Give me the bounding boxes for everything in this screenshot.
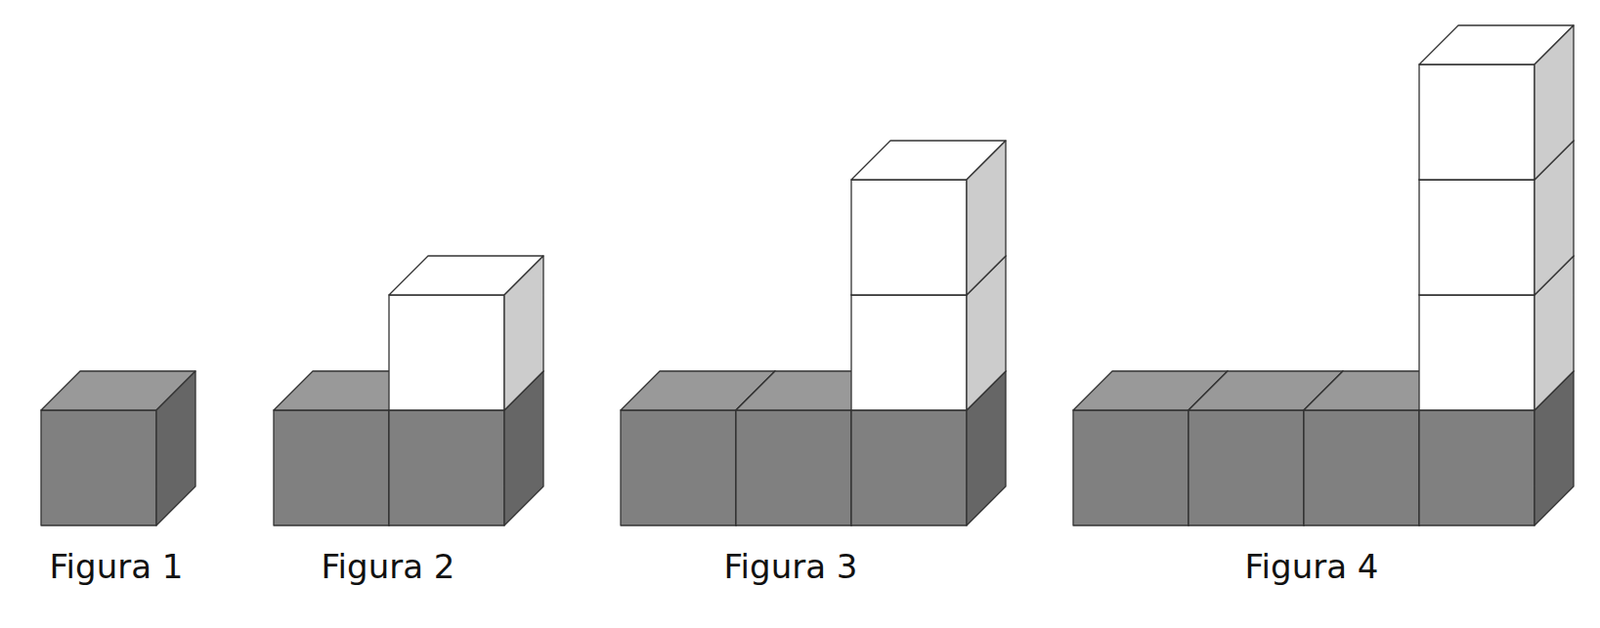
cube-front — [389, 410, 505, 526]
cube-front — [851, 295, 967, 411]
cube-front — [1303, 410, 1420, 526]
cube-front — [1073, 410, 1189, 526]
cube-front — [620, 410, 736, 526]
figure-label: Figura 2 — [321, 547, 456, 587]
cube-front — [1188, 410, 1304, 526]
cube-front — [389, 295, 505, 411]
cube-side — [504, 256, 544, 411]
cube-front — [273, 410, 390, 526]
cube-side — [966, 140, 1006, 296]
cube-front — [41, 410, 157, 526]
cube-front — [1419, 64, 1535, 180]
figure-label: Figura 4 — [1245, 547, 1380, 587]
figure-label: Figura 3 — [724, 547, 859, 587]
cube-side — [1534, 25, 1574, 180]
cube-side — [156, 371, 196, 526]
cube-front — [1419, 410, 1535, 526]
cube-front — [851, 410, 967, 526]
cube-front — [735, 410, 852, 526]
figure-label: Figura 1 — [49, 547, 184, 587]
cube-front — [851, 179, 967, 296]
cube-front — [1419, 295, 1535, 411]
cube-front — [1419, 179, 1535, 296]
